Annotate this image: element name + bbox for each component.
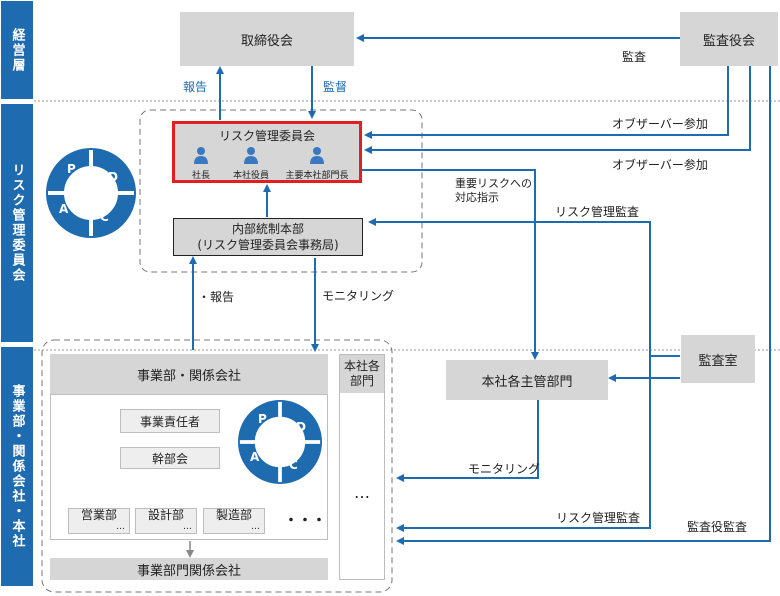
label-instruction: 重要リスクへの対応指示	[455, 177, 532, 204]
band-business: 事業部・関係会社・本社	[1, 347, 33, 586]
label-observer-1: オブザーバー参加	[612, 117, 708, 131]
band-risk-committee: リスク管理委員会	[1, 104, 33, 342]
business-manager-box: 事業責任者	[120, 409, 220, 433]
hq-depts-column: 本社各部門 …	[339, 354, 385, 580]
board-box: 取締役会	[180, 12, 354, 66]
affiliates-box: 事業部門関係会社	[50, 558, 328, 580]
band-management: 経営層	[1, 1, 33, 99]
internal-control-box: 内部統制本部 (リスク管理委員会事務局)	[173, 218, 363, 256]
label-observer-2: オブザーバー参加	[612, 158, 708, 172]
label-auditor-audit: 監査役監査	[687, 520, 748, 534]
executive-meeting-box: 幹部会	[120, 447, 220, 469]
label-risk-audit-1: リスク管理監査	[555, 205, 640, 219]
business-group-outline	[41, 339, 393, 593]
arrow-observer-1	[364, 66, 729, 139]
risk-committee-box: リスク管理委員会 社長 本社役員 主要本社部門長	[172, 121, 362, 183]
pdca-cycle-bottom: P D C A	[238, 400, 322, 484]
arrow-risk-audit-1	[368, 218, 680, 357]
label-monitoring-1: モニタリング	[322, 289, 395, 303]
label-monitoring-2: モニタリング	[468, 462, 541, 476]
person-icon	[310, 147, 324, 164]
design-dept-box: 設計部…	[135, 508, 197, 534]
label-report-2: ・報告	[198, 290, 235, 304]
label-audit: 監査	[622, 50, 647, 64]
label-risk-audit-2: リスク管理監査	[556, 511, 641, 525]
arrow-risk-audit-2	[396, 356, 651, 532]
auditors-box: 監査役会	[680, 12, 778, 66]
person-icon	[194, 147, 208, 164]
audit-office-box: 監査室	[681, 335, 755, 383]
hq-main-depts-box: 本社各主管部門	[446, 360, 608, 400]
committee-group-outline	[139, 109, 423, 273]
arrow-auditor-audit	[396, 66, 771, 545]
business-group-header: 事業部・関係会社	[50, 354, 328, 394]
label-supervise: 監督	[323, 80, 348, 94]
manufacturing-dept-box: 製造部…	[203, 508, 265, 534]
arrow-observer-2	[364, 66, 751, 154]
label-report: 報告	[183, 80, 208, 94]
arrow-instruction	[362, 169, 539, 360]
pdca-cycle-top: P D C A	[46, 148, 136, 238]
arrow-monitoring-2	[396, 400, 539, 482]
person-icon	[244, 147, 258, 164]
sales-dept-box: 営業部…	[68, 508, 130, 534]
more-depts-ellipsis: ・・・	[284, 513, 326, 529]
